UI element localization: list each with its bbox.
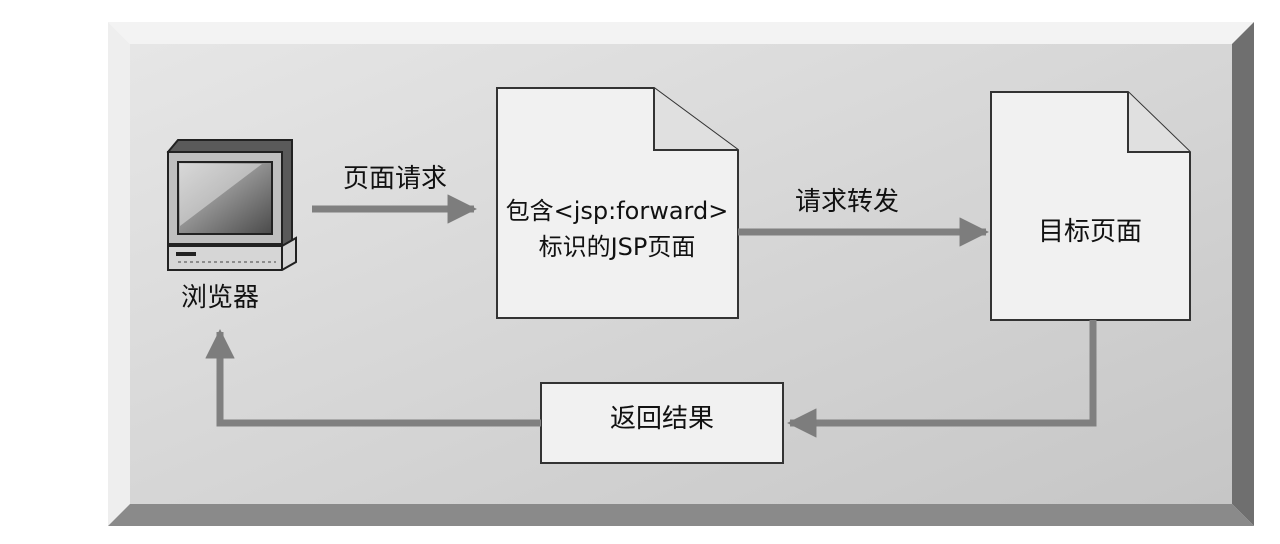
target-page-document — [990, 91, 1191, 321]
jsp-page-label-line2: 标识的JSP页面 — [538, 233, 696, 261]
jsp-page-document — [496, 87, 739, 319]
browser-label: 浏览器 — [180, 283, 259, 313]
request-forward-label: 请求转发 — [794, 187, 899, 217]
target-page-label: 目标页面 — [1037, 217, 1142, 247]
computer-icon — [166, 139, 297, 271]
result-to-browser-arrow — [205, 329, 541, 427]
target-to-result-arrow — [787, 320, 1097, 438]
result-box — [540, 382, 784, 464]
page-request-label: 页面请求 — [342, 164, 447, 194]
result-label: 返回结果 — [609, 404, 714, 434]
jsp-page-label-line1: 包含<jsp:forward> — [505, 197, 729, 225]
